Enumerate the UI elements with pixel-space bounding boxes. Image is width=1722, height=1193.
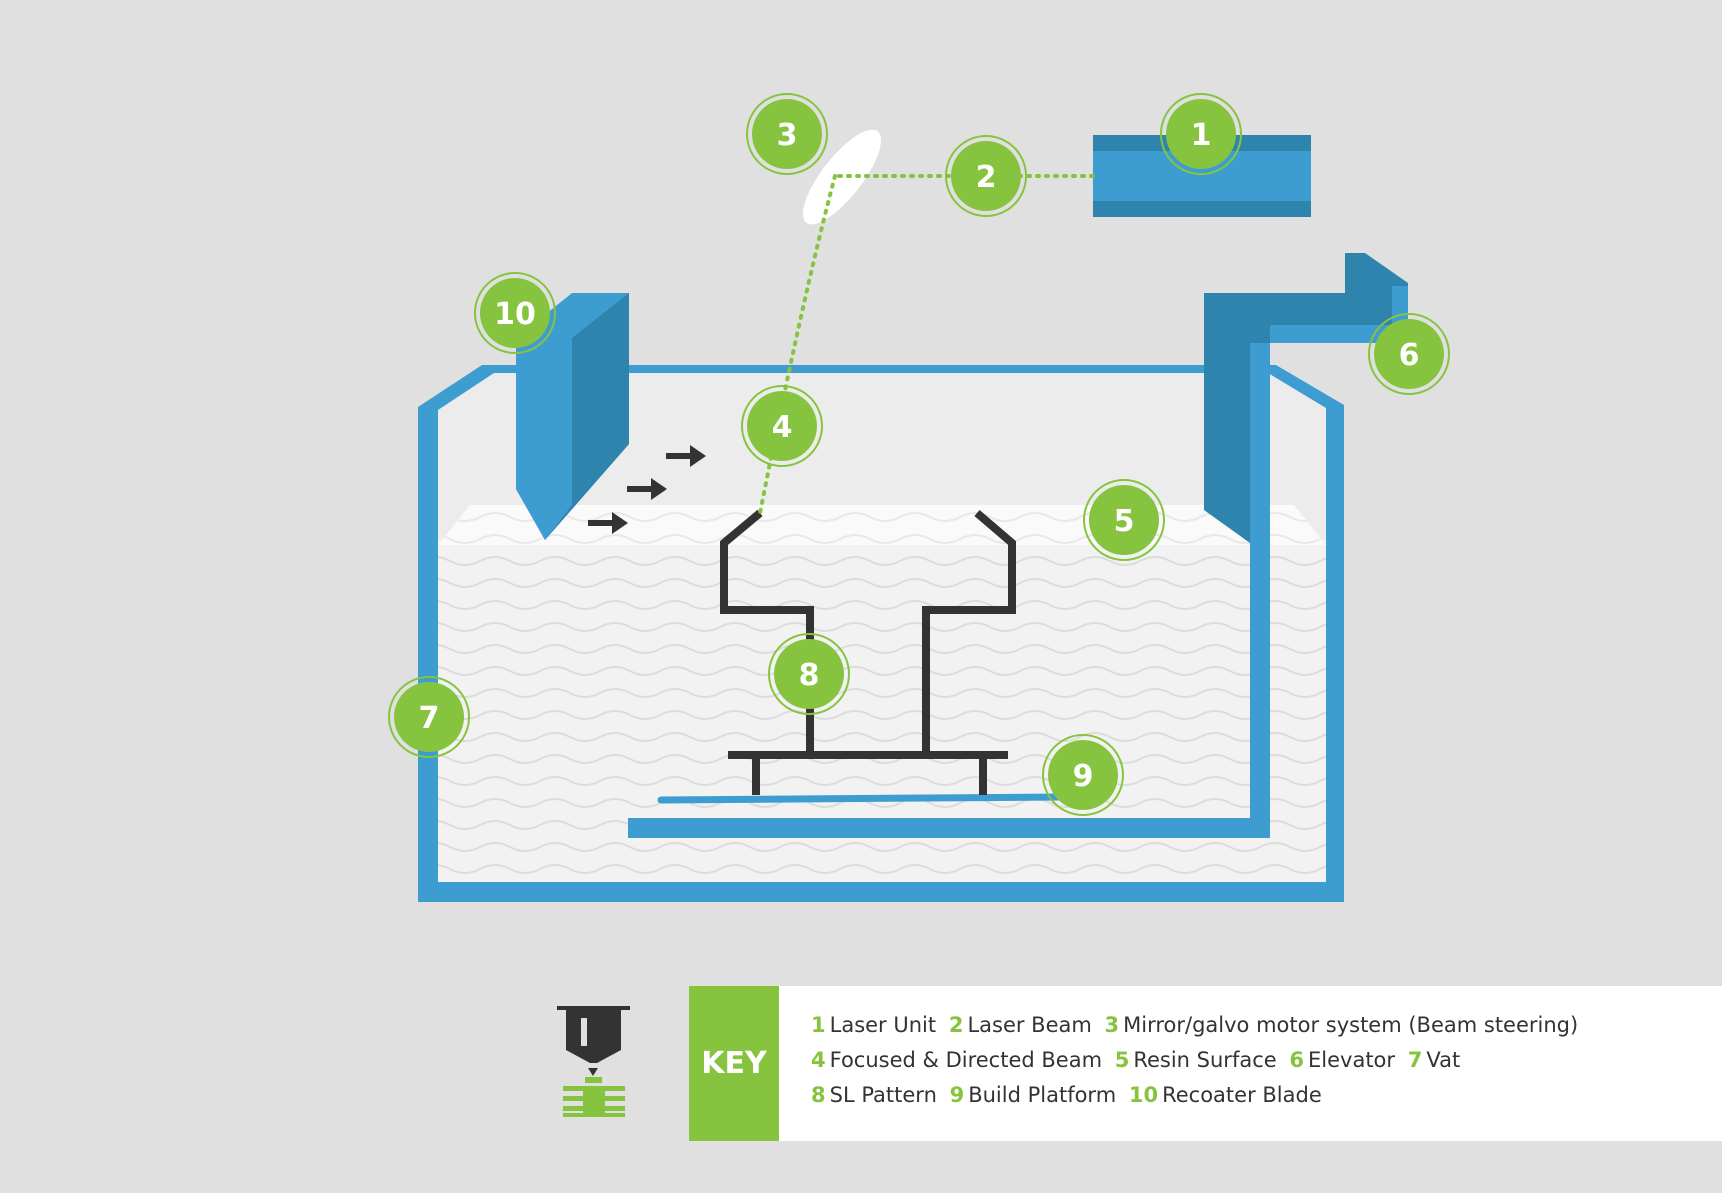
callout-1: 1 [1160,93,1242,175]
key-num: 4 [811,1048,826,1072]
svg-text:9: 9 [1073,759,1094,794]
key-num: 3 [1104,1013,1120,1037]
recoater-blade-front [516,338,572,540]
callout-6: 6 [1368,313,1450,395]
key-num: 6 [1289,1048,1304,1072]
build-platform [657,793,1064,804]
key-num: 9 [949,1083,965,1107]
arrow-right-icon [666,445,706,467]
key-num: 10 [1128,1083,1159,1107]
sla-printer-icon [557,1006,630,1117]
recoater-blade-side [545,293,629,540]
key-text: Laser Beam [967,1013,1092,1037]
callout-8: 8 [768,633,850,715]
key-title: KEY [689,986,779,1141]
arrow-right-icon [588,512,628,534]
key-num: 8 [811,1083,826,1107]
elevator-column-face [1250,343,1270,836]
key-text: Build Platform [968,1083,1117,1107]
svg-text:1: 1 [1191,118,1212,153]
key-text: Focused & Directed Beam [829,1048,1103,1072]
svg-text:8: 8 [799,658,820,693]
key-text: Recoater Blade [1162,1083,1322,1107]
key-text: SL Pattern [829,1083,937,1107]
svg-text:5: 5 [1114,504,1135,539]
callout-7: 7 [388,676,470,758]
key-text: Vat [1426,1048,1461,1072]
key-num: 7 [1407,1048,1423,1072]
elevator-bar [628,818,1270,838]
key-text: Mirror/galvo motor system (Beam steering… [1123,1013,1579,1037]
key-text: Elevator [1308,1048,1396,1072]
callout-4: 4 [741,385,823,467]
key-num: 5 [1114,1048,1130,1072]
svg-text:10: 10 [494,297,536,332]
callout-9: 9 [1042,734,1124,816]
key-num: 2 [948,1013,964,1037]
svg-text:7: 7 [419,701,440,736]
svg-text:2: 2 [976,160,997,195]
resin-surface-waves [438,505,1326,545]
key-text: Laser Unit [829,1013,937,1037]
svg-text:4: 4 [772,410,793,445]
svg-text:6: 6 [1399,338,1420,373]
elevator-top-arm [1270,286,1408,343]
key-text: Resin Surface [1133,1048,1277,1072]
key-num: 1 [811,1013,826,1037]
callout-5: 5 [1083,479,1165,561]
svg-text:3: 3 [777,118,798,153]
callout-3: 3 [746,93,828,175]
sl-pattern-part [720,509,1016,795]
callout-2: 2 [945,135,1027,217]
arrow-right-icon [627,478,667,500]
callout-10: 10 [474,272,556,354]
laser-unit-bottom-band [1093,201,1311,217]
